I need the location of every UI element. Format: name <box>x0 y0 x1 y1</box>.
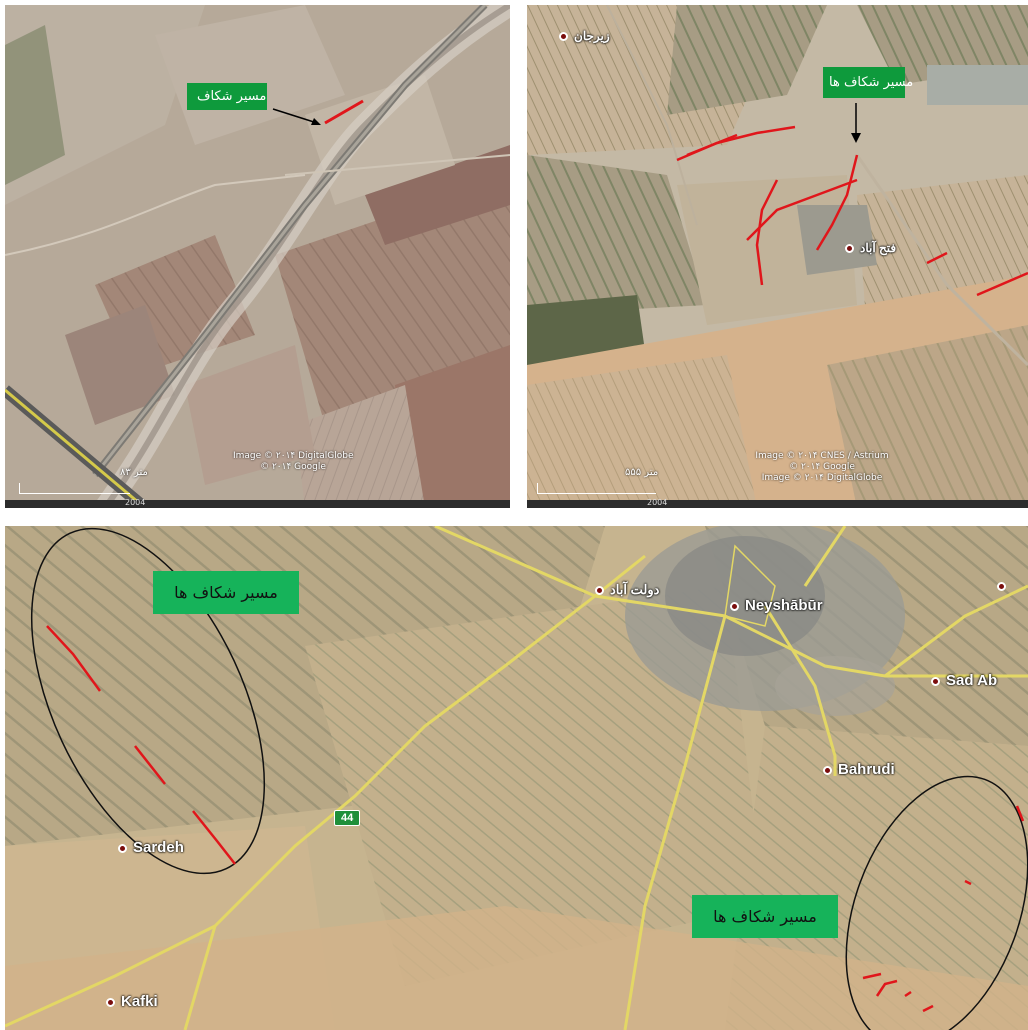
satellite-imagery-top-left <box>5 5 510 508</box>
imagery-attribution: Image © ۲۰۱۴ DigitalGlobe © ۲۰۱۴ Google <box>233 451 354 472</box>
fault-traces <box>46 625 1025 1013</box>
place-marker <box>845 244 854 254</box>
fault-path-label: مسیر شکاف <box>187 83 267 110</box>
place-bahrudi: Bahrudi <box>823 761 895 778</box>
status-bar: 2004 <box>527 498 1028 508</box>
fault-traces <box>676 125 1028 297</box>
scale-label: ۵۵۵ متر <box>625 467 659 478</box>
place-marker <box>559 32 568 42</box>
satellite-imagery-top-right <box>527 5 1028 508</box>
place-marker <box>595 586 604 596</box>
fault-path-label-right: مسیر شکاف ها <box>692 895 838 938</box>
place-marker <box>106 997 115 1007</box>
scale-label: ۸۳ متر <box>120 467 148 478</box>
place-fath-abad: فتح آباد <box>845 241 896 255</box>
place-marker <box>118 843 127 853</box>
place-neyshabur: Neyshābūr <box>730 597 823 614</box>
fault-path-label-left: مسیر شکاف ها <box>153 571 299 614</box>
place-zirjan: زیرجان <box>559 29 610 43</box>
scale-bar <box>537 483 656 494</box>
status-bar: 2004 <box>5 498 510 508</box>
fault-zone-ellipse-right <box>845 775 1028 1030</box>
scale-bar <box>19 483 130 494</box>
satellite-panel-top-left: مسیر شکاف Image © ۲۰۱۴ DigitalGlobe © ۲۰… <box>5 5 510 508</box>
place-marker-edge <box>997 578 1012 596</box>
road-shield-44: 44 <box>334 810 361 826</box>
status-year: 2004 <box>125 498 146 507</box>
place-dowlat-abad: دولت آباد <box>595 582 659 598</box>
place-sad-abad: Sad Ab <box>931 672 997 689</box>
fault-path-label: مسیر شکاف ها <box>823 67 913 98</box>
place-marker <box>931 676 940 686</box>
place-sardeh: Sardeh <box>118 839 184 856</box>
place-kafki: Kafki <box>106 993 158 1010</box>
place-marker <box>823 765 832 775</box>
satellite-panel-top-right: مسیر شکاف ها زیرجان فتح آباد Image © ۲۰۱… <box>527 5 1028 508</box>
place-marker <box>730 601 739 611</box>
status-year: 2004 <box>647 498 668 507</box>
fault-zone-ellipse-left <box>30 527 266 875</box>
place-marker <box>997 582 1006 592</box>
imagery-attribution: Image © ۲۰۱۴ CNES / Astrium © ۲۰۱۴ Googl… <box>755 451 889 483</box>
satellite-panel-bottom: مسیر شکاف ها مسیر شکاف ها دولت آباد Neys… <box>5 526 1028 1030</box>
fault-trace <box>324 99 364 125</box>
